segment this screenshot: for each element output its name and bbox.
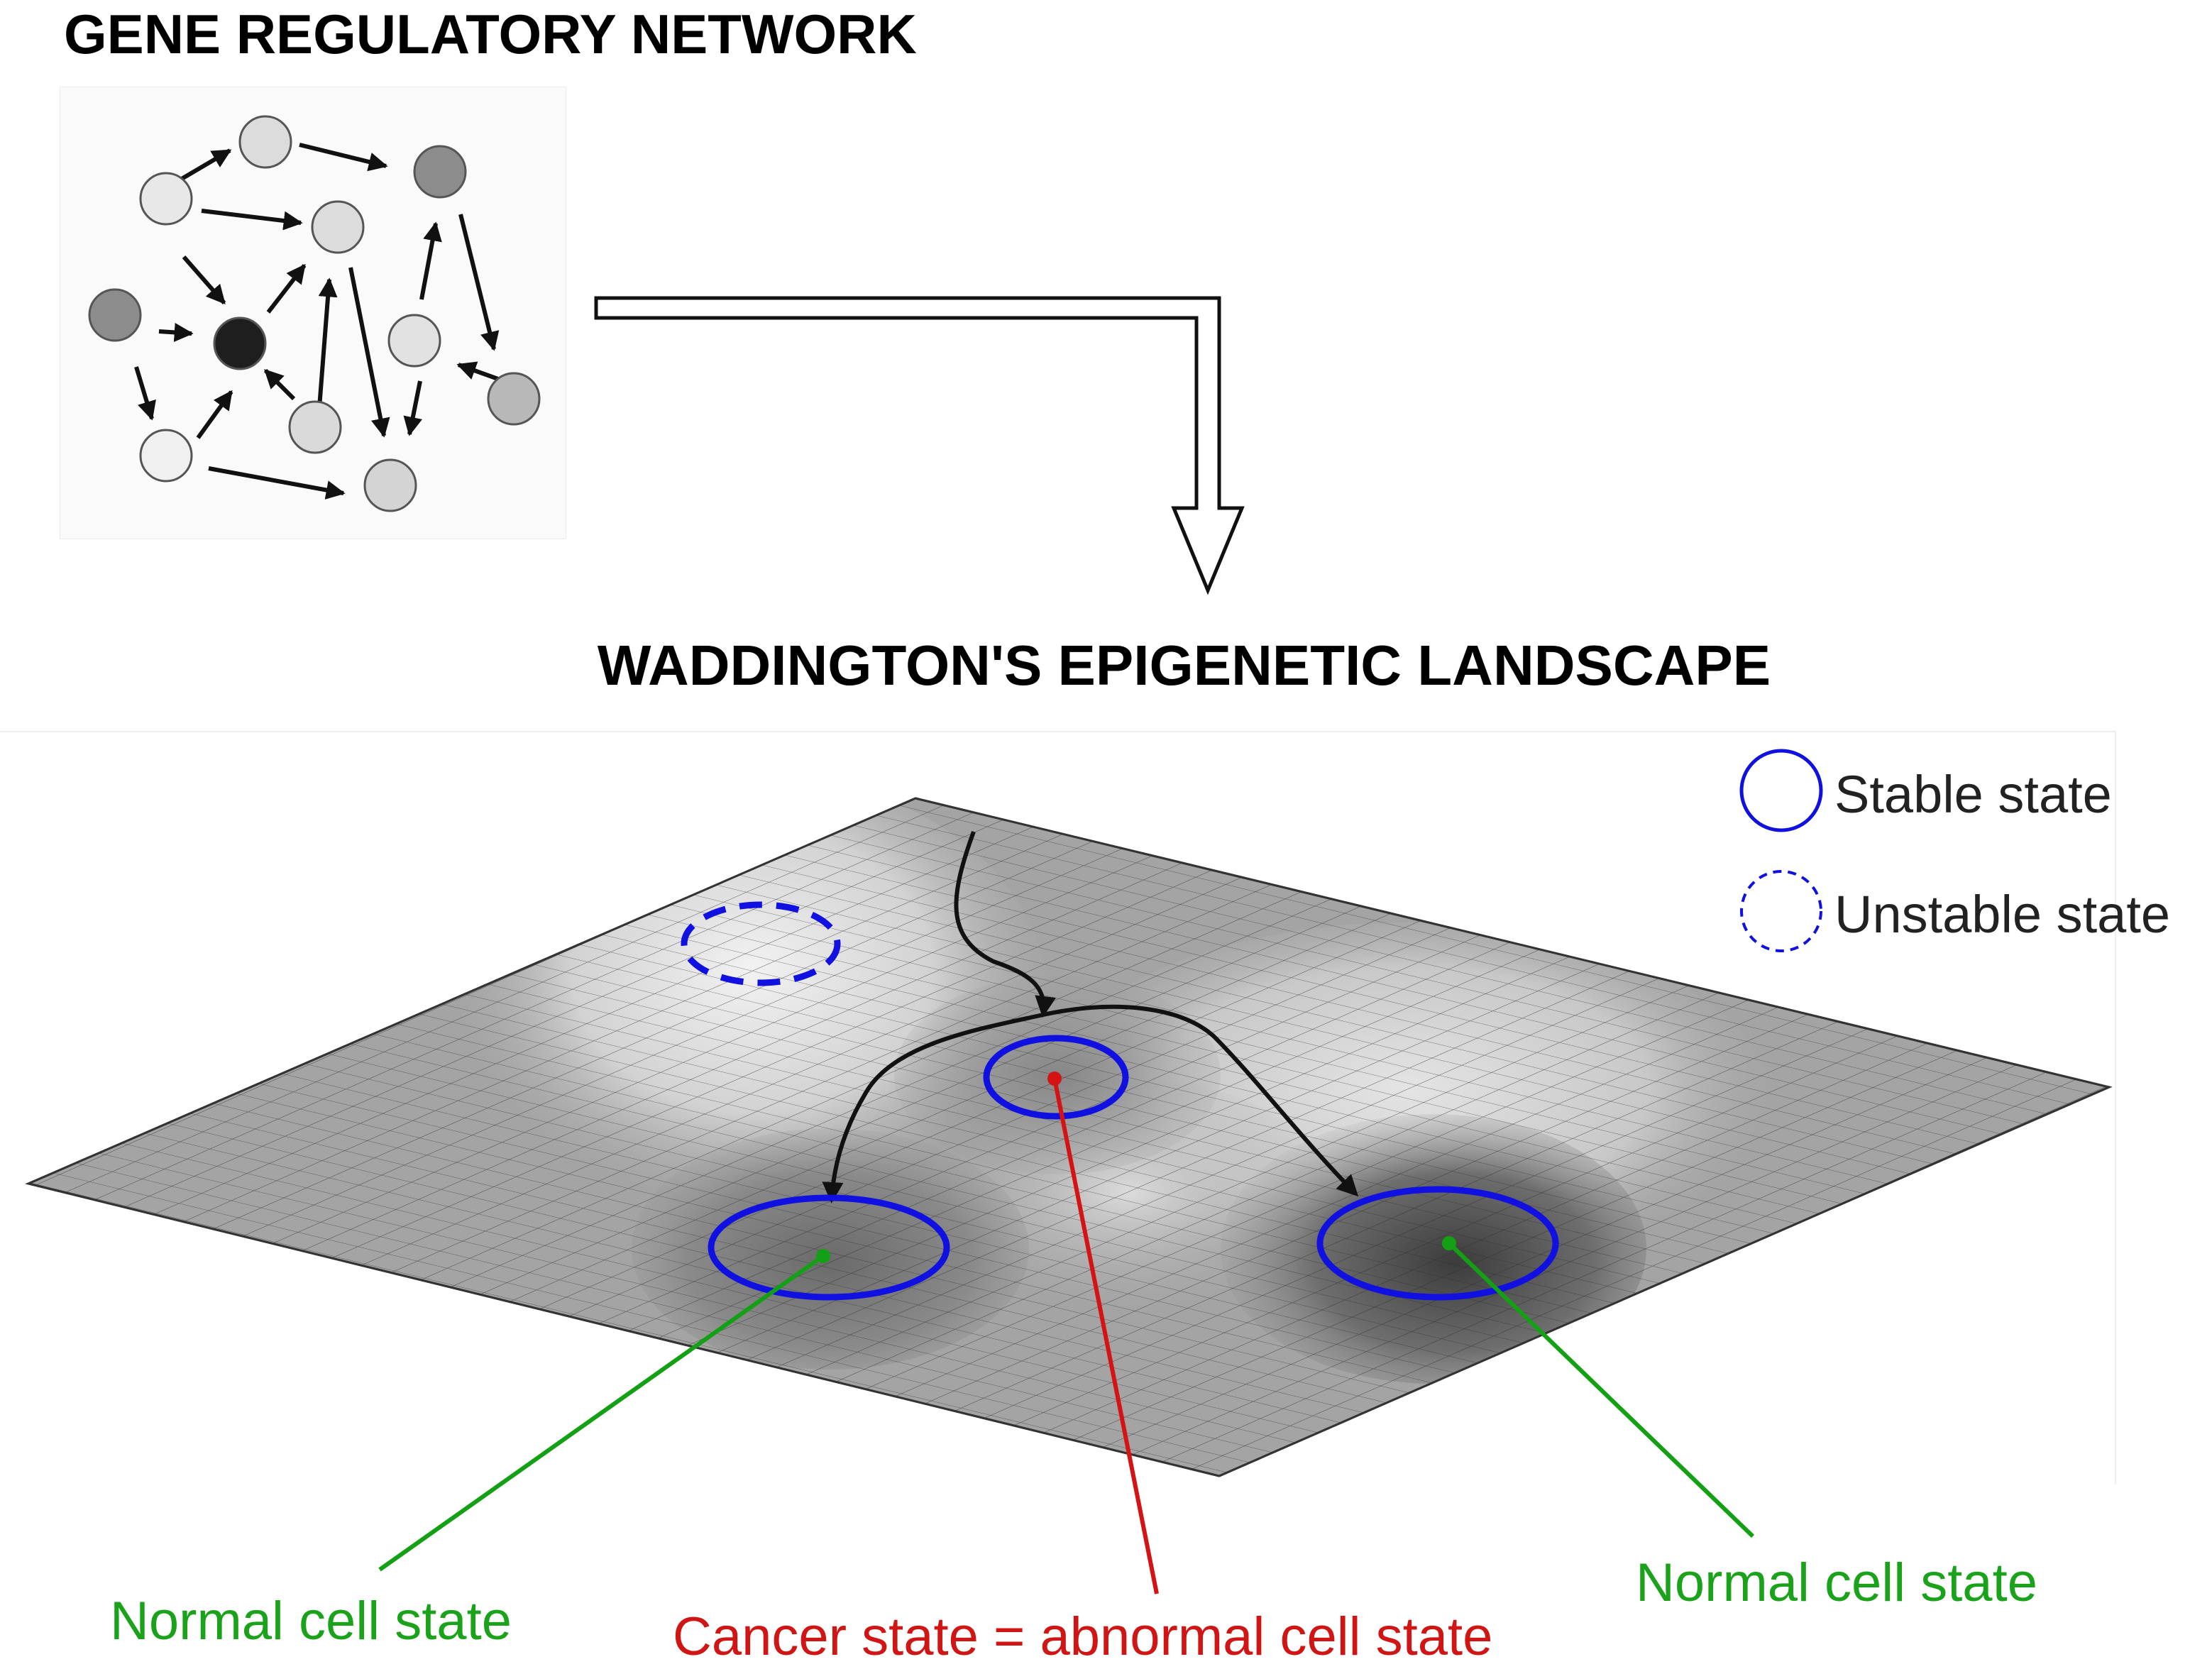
- edge: [158, 322, 194, 342]
- normal-cell-state-right-label: Normal cell state: [1636, 1553, 2037, 1613]
- gene-node: [238, 115, 292, 169]
- stable-state-ring-cancer: [983, 1035, 1129, 1120]
- edge: [196, 390, 233, 439]
- edge: [266, 263, 307, 314]
- network-title: GENE REGULATORY NETWORK: [64, 3, 917, 65]
- normal-cell-state-left-label: Normal cell state: [110, 1591, 512, 1651]
- edge: [419, 221, 442, 300]
- trajectory-path: [954, 830, 1056, 1018]
- stable-state-ring-normal-left: [708, 1194, 950, 1301]
- unstable-state-ring: [681, 901, 841, 986]
- gene-node: [311, 200, 365, 254]
- trajectory-path: [822, 1013, 1044, 1203]
- normal-left-dot: [816, 1249, 830, 1263]
- edge: [299, 143, 388, 172]
- edge: [208, 466, 346, 500]
- cancer-state-label: Cancer state = abnormal cell state: [673, 1607, 1493, 1667]
- gene-node: [88, 288, 142, 342]
- cancer-pointer: [1052, 1078, 1159, 1594]
- edge: [348, 267, 390, 438]
- edge: [458, 214, 500, 351]
- landscape-title: WADDINGTON'S EPIGENETIC LANDSCAPE: [597, 634, 1771, 697]
- edge: [403, 380, 423, 436]
- edge: [263, 368, 296, 401]
- network-diagram: [88, 115, 541, 512]
- normal-left-pointer: [378, 1254, 825, 1572]
- gene-node: [363, 458, 417, 512]
- edge: [201, 209, 303, 231]
- gene-node: [288, 400, 342, 454]
- edge: [180, 148, 232, 181]
- legend-stable-label: Stable state: [1834, 765, 2112, 824]
- gene-node: [387, 314, 441, 368]
- edge: [134, 366, 156, 421]
- cancer-dot: [1047, 1072, 1062, 1086]
- gene-node: [487, 372, 541, 426]
- normal-right-dot: [1442, 1236, 1456, 1250]
- edge: [317, 277, 338, 417]
- stable-state-ring-normal-right: [1316, 1186, 1559, 1301]
- gene-node: [139, 429, 193, 483]
- edge: [182, 255, 226, 305]
- normal-right-pointer: [1447, 1241, 1755, 1538]
- flow-arrow: [594, 296, 1245, 595]
- legend-stable-icon: [1739, 749, 1823, 832]
- gene-node: [413, 145, 467, 199]
- trajectory-path: [1042, 1004, 1359, 1197]
- legend-unstable-label: Unstable state: [1834, 885, 2171, 944]
- gene-node: [213, 316, 267, 370]
- legend-unstable-icon: [1740, 870, 1822, 952]
- gene-node: [139, 172, 193, 226]
